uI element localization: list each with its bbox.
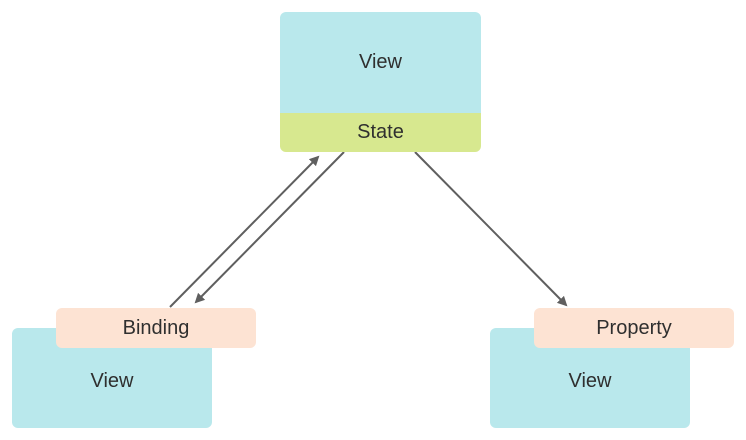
binding-label: Binding — [122, 316, 190, 339]
bottom-left-view-label: View — [90, 369, 134, 392]
property-label: Property — [596, 316, 672, 339]
state-to-property-arrow — [414, 151, 568, 307]
state-to-binding-arrow — [194, 151, 345, 304]
top-state-label: State — [357, 121, 404, 143]
bottom-right-view-label: View — [568, 369, 612, 392]
binding-box: Binding — [56, 308, 256, 348]
top-node: View State — [280, 12, 481, 152]
property-box: Property — [534, 308, 734, 348]
top-state-box: State — [280, 113, 481, 152]
binding-to-state-arrow — [169, 155, 320, 308]
top-view-box: View — [280, 12, 481, 113]
top-view-label: View — [359, 51, 402, 73]
